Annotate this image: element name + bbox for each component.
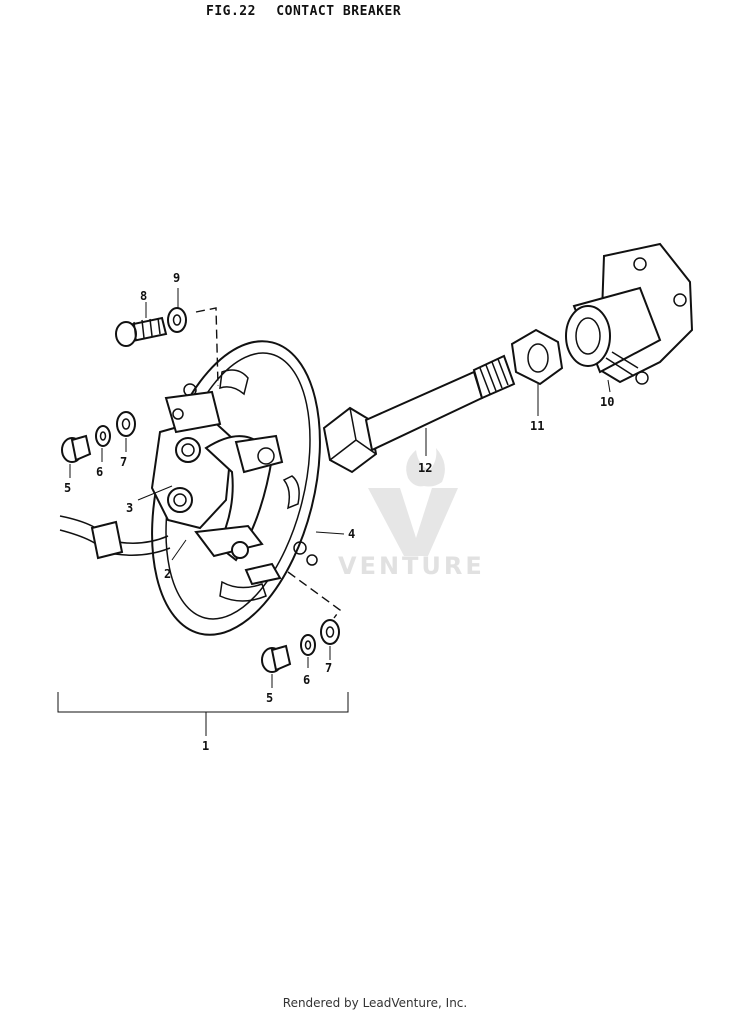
lead-wire [59, 515, 171, 560]
callout-11: 11 [530, 419, 544, 433]
callout-12: 12 [418, 461, 432, 475]
advancer-bolt [322, 354, 516, 474]
condenser [164, 390, 222, 434]
assembly-bracket [57, 692, 349, 713]
callout-4: 4 [348, 527, 355, 541]
lock-washer-6-lower [300, 634, 316, 656]
washer-7-upper [116, 411, 136, 437]
callout-8: 8 [140, 289, 147, 303]
callout-6-upper: 6 [96, 465, 103, 479]
callout-5-lower: 5 [266, 691, 273, 705]
screw-5-upper [61, 434, 92, 463]
callout-7-upper: 7 [120, 455, 127, 469]
washer-9 [167, 307, 187, 333]
callout-5-upper: 5 [64, 481, 71, 495]
callout-9: 9 [173, 271, 180, 285]
washer-7-lower [320, 619, 340, 645]
contact-point-assembly [150, 416, 284, 586]
figure-number: FIG.22 [206, 4, 256, 19]
figure-title: FIG.22 CONTACT BREAKER [206, 4, 401, 19]
lock-washer-6-upper [95, 425, 111, 447]
callout-2: 2 [164, 567, 171, 581]
alignment-line-lower [287, 571, 341, 619]
callout-3: 3 [126, 501, 133, 515]
callout-1: 1 [202, 739, 209, 753]
leader-lines [69, 288, 611, 688]
alignment-line-upper [195, 307, 219, 387]
screw-5-lower [261, 644, 292, 673]
lock-nut [510, 328, 564, 386]
footer-credit: Rendered by LeadVenture, Inc. [282, 996, 468, 1010]
callout-7-lower: 7 [325, 661, 332, 675]
figure-caption: CONTACT BREAKER [276, 4, 402, 19]
screw-8 [115, 316, 168, 347]
callout-10: 10 [600, 395, 614, 409]
callout-6-lower: 6 [303, 673, 310, 687]
governor-cam-assembly [565, 242, 694, 385]
